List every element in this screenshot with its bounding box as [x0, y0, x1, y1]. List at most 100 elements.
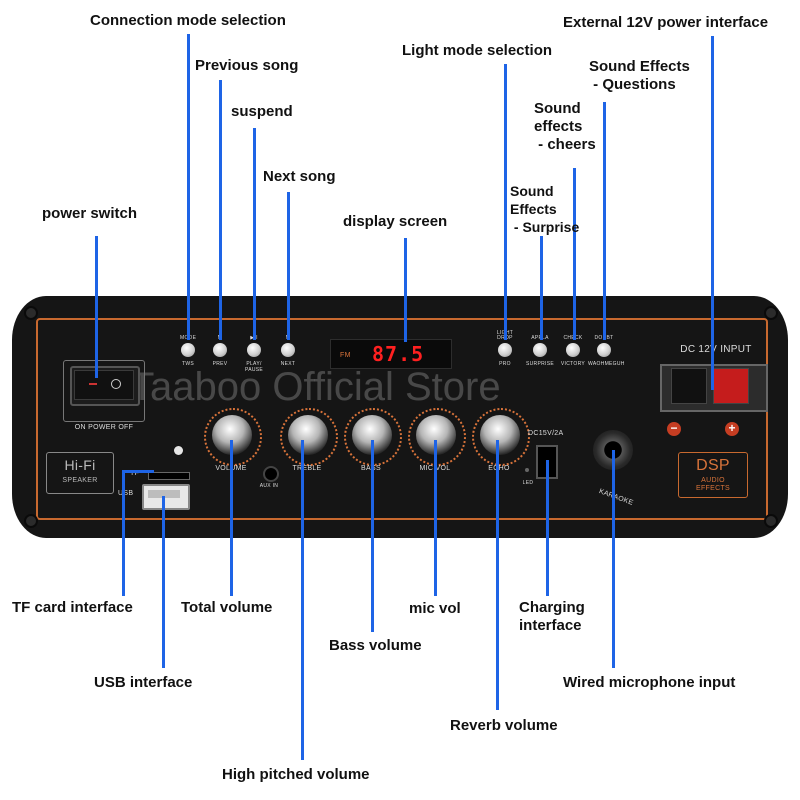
- play-pause-button[interactable]: [247, 343, 261, 357]
- leader-previous-song: [219, 80, 222, 340]
- screw-icon: [764, 306, 778, 320]
- display-screen: [330, 339, 452, 369]
- power-switch-rocker[interactable]: [74, 370, 134, 400]
- surprise-button-top-label: APPLA: [530, 335, 550, 341]
- leader-usb: [162, 496, 165, 668]
- questions-button-bottom-label: WAOHMEGUH: [588, 361, 625, 367]
- treble-knob-label: TREBLE: [292, 465, 322, 472]
- dsp-subtitle: AUDIO EFFECTS: [696, 477, 730, 492]
- callout-usb: USB interface: [94, 674, 193, 691]
- led-label: LED: [522, 480, 534, 486]
- aux-in-jack[interactable]: [263, 466, 279, 482]
- next-button-bottom-label: NEXT: [280, 361, 296, 367]
- power-switch-frame: [63, 360, 145, 422]
- status-led: [174, 446, 183, 455]
- callout-next-song: Next song: [263, 168, 336, 185]
- callout-mic-vol: mic vol: [409, 600, 461, 617]
- leader-reverb: [496, 440, 499, 710]
- on-mark-icon: [89, 383, 97, 385]
- hifi-badge: Hi-Fi SPEAKER: [46, 452, 114, 494]
- mic-vol-knob-ring: [408, 408, 466, 466]
- surprise-button-bottom-label: SURPRISE: [526, 361, 554, 367]
- aux-in-label: AUX IN: [259, 483, 279, 489]
- next-button[interactable]: [281, 343, 295, 357]
- leader-total-volume: [230, 440, 233, 596]
- light-button-bottom-label: PRO: [499, 361, 511, 367]
- dsp-badge: DSP AUDIO EFFECTS: [678, 452, 748, 498]
- callout-power-switch: power switch: [42, 205, 138, 222]
- leader-sfx-surprise: [540, 236, 543, 340]
- tf-label: TF: [130, 470, 140, 477]
- tf-card-slot[interactable]: [148, 472, 190, 480]
- prev-button-bottom-label: PREV: [212, 361, 228, 367]
- echo-knob-label: ECHO: [488, 465, 510, 472]
- callout-sfx-surprise: Sound Effects - Surprise: [510, 183, 580, 235]
- display-frequency: 87.5: [372, 342, 425, 366]
- leader-sfx-cheers: [573, 168, 576, 340]
- light-mode-button[interactable]: [498, 343, 512, 357]
- mode-button-bottom-label: TWS: [181, 361, 194, 367]
- hifi-subtitle: SPEAKER: [62, 477, 98, 484]
- hifi-title: Hi-Fi: [64, 457, 96, 473]
- plus-icon: +: [725, 422, 739, 436]
- display-band-tag: FM: [340, 352, 351, 359]
- panel-orange-border: [36, 318, 768, 520]
- leader-charging: [546, 460, 549, 596]
- leader-sfx-questions: [603, 102, 606, 340]
- mode-button[interactable]: [181, 343, 195, 357]
- callout-suspend: suspend: [231, 103, 293, 120]
- echo-knob[interactable]: [480, 415, 520, 455]
- watermark: Taaboo Official Store: [130, 365, 501, 409]
- dsp-title: DSP: [696, 457, 730, 474]
- callout-tf-card: TF card interface: [12, 599, 133, 616]
- callout-charging: Charging interface: [519, 599, 585, 634]
- cheers-button[interactable]: [566, 343, 580, 357]
- speaker-control-panel: [12, 296, 788, 538]
- treble-knob[interactable]: [288, 415, 328, 455]
- charge-led: [525, 468, 529, 472]
- leader-display-screen: [404, 238, 407, 342]
- leader-high-pitched: [301, 440, 304, 760]
- leader-next-song: [287, 192, 290, 340]
- off-mark-icon: [111, 379, 121, 389]
- screw-icon: [24, 514, 38, 528]
- minus-icon: −: [667, 422, 681, 436]
- play-button-bottom-label: PLAY/ PAUSE: [244, 361, 264, 373]
- prev-button[interactable]: [213, 343, 227, 357]
- callout-display-screen: display screen: [343, 213, 448, 230]
- surprise-button[interactable]: [533, 343, 547, 357]
- leader-mic-vol: [434, 440, 437, 596]
- questions-button[interactable]: [597, 343, 611, 357]
- callout-light-mode: Light mode selection: [402, 42, 553, 59]
- leader-ext-power: [711, 36, 714, 390]
- leader-power-switch: [95, 236, 98, 378]
- leader-suspend: [253, 128, 256, 340]
- callout-sfx-cheers: Sound effects - cheers: [534, 100, 596, 153]
- leader-tf-card-elbow: [122, 470, 154, 473]
- screw-icon: [764, 514, 778, 528]
- echo-knob-ring: [472, 408, 530, 466]
- volume-knob-ring: [204, 408, 262, 466]
- screw-icon: [24, 306, 38, 320]
- positive-terminal[interactable]: [713, 368, 749, 404]
- cheers-button-bottom-label: VICTORY: [560, 361, 586, 367]
- callout-previous-song: Previous song: [195, 57, 299, 74]
- usb-port-inner: [148, 490, 180, 498]
- callout-reverb: Reverb volume: [450, 717, 558, 734]
- callout-wired-mic: Wired microphone input: [563, 674, 736, 691]
- dc-input-label: DC 12V INPUT: [680, 344, 752, 355]
- callout-ext-power: External 12V power interface: [563, 14, 769, 31]
- callout-sfx-questions: Sound Effects - Questions: [589, 58, 690, 93]
- leader-wired-mic: [612, 450, 615, 668]
- callout-bass-volume: Bass volume: [329, 637, 422, 654]
- treble-knob-ring: [280, 408, 338, 466]
- callout-total-volume: Total volume: [181, 599, 273, 616]
- bass-knob-label: BASS: [348, 465, 394, 472]
- callout-high-pitched: High pitched volume: [222, 766, 370, 783]
- leader-connection-mode: [187, 34, 190, 340]
- leader-light-mode: [504, 64, 507, 340]
- usb-label: USB: [118, 490, 134, 497]
- negative-terminal[interactable]: [671, 368, 707, 404]
- callout-connection-mode: Connection mode selection: [90, 12, 286, 29]
- leader-tf-card: [122, 470, 125, 596]
